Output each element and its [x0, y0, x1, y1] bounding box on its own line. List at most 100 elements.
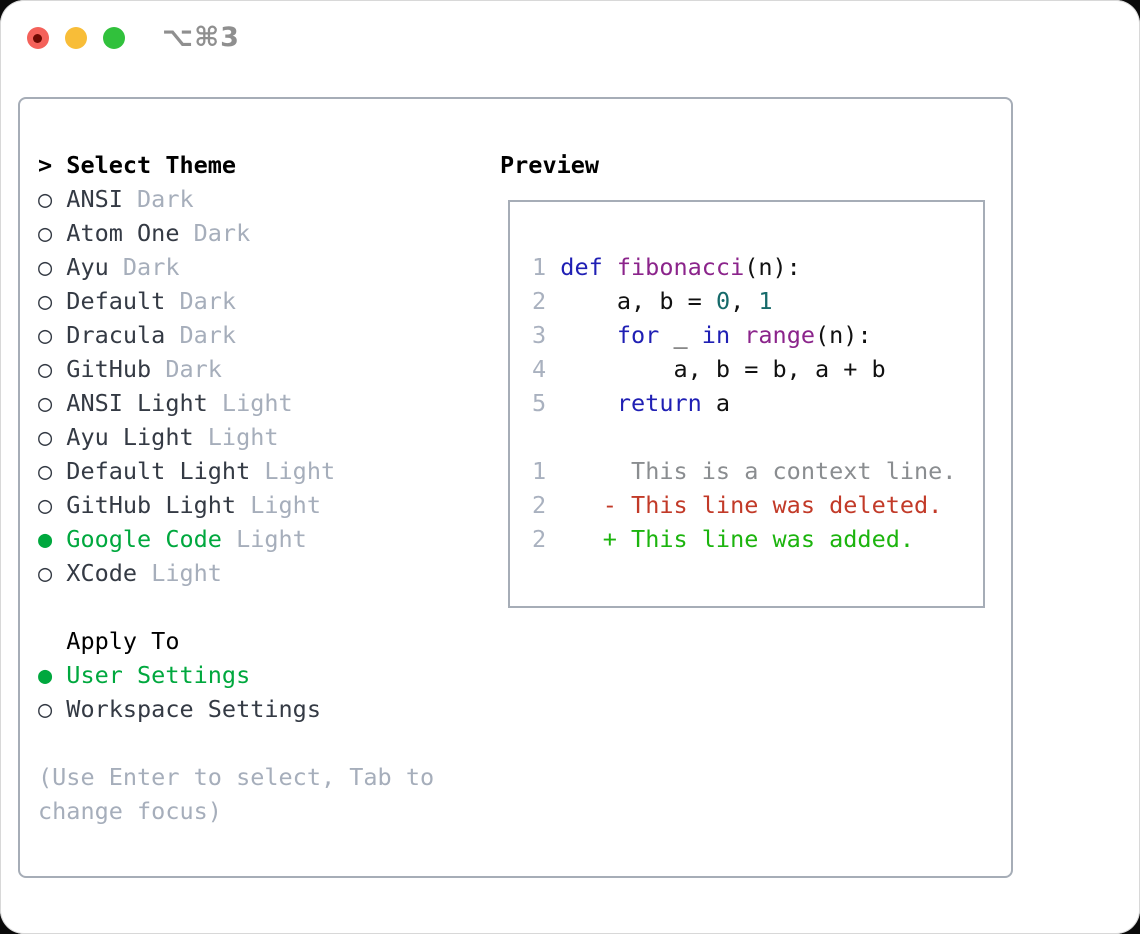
titlebar: ⌥⌘3	[0, 0, 1140, 76]
theme-item[interactable]: ○ ANSI Dark	[38, 182, 434, 216]
item-label: Atom One	[66, 219, 180, 247]
code-token: for	[616, 321, 660, 349]
item-label: User Settings	[66, 661, 251, 689]
theme-picker-panel: > Select Theme ○ ANSI Dark○ Atom One Dar…	[18, 97, 1013, 878]
radio-icon: ○	[38, 423, 67, 451]
code-line: 3 for _ in range(n):	[532, 318, 983, 352]
code-token: return	[616, 389, 702, 417]
window-shortcut-label: ⌥⌘3	[162, 22, 240, 53]
item-variant-label: Light	[221, 525, 307, 553]
code-token: fibonacci	[616, 253, 745, 281]
item-label: Google Code	[66, 525, 222, 553]
item-variant-label: Light	[193, 423, 279, 451]
code-token: ,	[730, 287, 759, 315]
code-token: + This line was added.	[546, 525, 915, 553]
code-line: 2 a, b = 0, 1	[532, 284, 983, 318]
theme-item[interactable]: ○ Dracula Dark	[38, 318, 434, 352]
hint-text-line: change focus)	[38, 797, 222, 825]
theme-selector-column: > Select Theme ○ ANSI Dark○ Atom One Dar…	[38, 148, 434, 828]
item-label: ANSI	[66, 185, 123, 213]
theme-item[interactable]: ○ Default Light Light	[38, 454, 434, 488]
code-token: 1	[532, 457, 547, 485]
code-blank-line	[532, 420, 983, 454]
code-token: a, b =	[560, 287, 716, 315]
radio-icon: ○	[38, 253, 67, 281]
theme-list: ○ ANSI Dark○ Atom One Dark○ Ayu Dark○ De…	[38, 182, 434, 590]
code-line: 1 This is a context line.	[532, 454, 983, 488]
code-token: 2	[532, 287, 561, 315]
spacer	[38, 726, 434, 760]
selected-radio-icon: ●	[38, 661, 67, 689]
theme-item[interactable]: ○ ANSI Light Light	[38, 386, 434, 420]
code-token: 0	[715, 287, 731, 315]
minimize-button[interactable]	[65, 27, 87, 49]
radio-icon: ○	[38, 321, 67, 349]
code-token: This is a context line.	[546, 457, 957, 485]
item-label: ANSI Light	[66, 389, 208, 417]
item-label: Default	[66, 287, 166, 315]
code-token	[560, 321, 617, 349]
code-line: 5 return a	[532, 386, 983, 420]
theme-item[interactable]: ○ Default Dark	[38, 284, 434, 318]
item-variant-label: Dark	[122, 185, 194, 213]
radio-icon: ○	[38, 355, 67, 383]
item-label: Ayu	[66, 253, 109, 281]
radio-icon: ○	[38, 185, 67, 213]
hint-text-line: (Use Enter to select, Tab to	[38, 763, 435, 791]
code-token: (n):	[744, 253, 801, 281]
apply-option[interactable]: ● User Settings	[38, 658, 434, 692]
code-token: (n):	[815, 321, 872, 349]
item-variant-label: Dark	[151, 355, 222, 383]
code-line: 1 def fibonacci(n):	[532, 250, 983, 284]
theme-item[interactable]: ○ GitHub Light Light	[38, 488, 434, 522]
maximize-button[interactable]	[103, 27, 125, 49]
item-variant-label: Light	[207, 389, 293, 417]
select-theme-title: > Select Theme	[38, 151, 237, 179]
code-line: 2 + This line was added.	[532, 522, 983, 556]
radio-icon: ○	[38, 491, 67, 519]
code-token: - This line was deleted.	[546, 491, 943, 519]
code-token: _	[659, 321, 702, 349]
radio-icon: ○	[38, 287, 67, 315]
close-dot-icon	[33, 34, 42, 43]
theme-item[interactable]: ● Google Code Light	[38, 522, 434, 556]
theme-item[interactable]: ○ XCode Light	[38, 556, 434, 590]
prompt-caret-icon: >	[38, 151, 67, 179]
theme-item[interactable]: ○ Ayu Dark	[38, 250, 434, 284]
radio-icon: ○	[38, 457, 67, 485]
code-line: 4 a, b = b, a + b	[532, 352, 983, 386]
item-label: GitHub	[66, 355, 152, 383]
item-variant-label: Dark	[179, 219, 251, 247]
code-token	[730, 321, 744, 349]
item-variant-label: Dark	[165, 321, 237, 349]
code-token: 2	[532, 525, 547, 553]
code-token: 1	[758, 287, 773, 315]
code-line: 2 - This line was deleted.	[532, 488, 983, 522]
item-label: Dracula	[66, 321, 166, 349]
item-label: Workspace Settings	[66, 695, 321, 723]
radio-icon: ○	[38, 389, 67, 417]
code-token: range	[744, 321, 815, 349]
selected-radio-icon: ●	[38, 525, 67, 553]
item-variant-label: Light	[250, 457, 336, 485]
code-token: 1	[532, 253, 561, 281]
apply-to-title: Apply To	[66, 627, 180, 655]
item-label: XCode	[66, 559, 138, 587]
code-token: 5	[532, 389, 561, 417]
theme-item[interactable]: ○ Atom One Dark	[38, 216, 434, 250]
item-label: Ayu Light	[66, 423, 194, 451]
item-variant-label: Light	[137, 559, 222, 587]
apply-option[interactable]: ○ Workspace Settings	[38, 692, 434, 726]
theme-item[interactable]: ○ Ayu Light Light	[38, 420, 434, 454]
radio-icon: ○	[38, 559, 67, 587]
code-token: 4	[532, 355, 561, 383]
item-variant-label: Light	[236, 491, 321, 519]
radio-icon: ○	[38, 219, 67, 247]
code-token: a, b = b, a + b	[560, 355, 886, 383]
item-label: Default Light	[66, 457, 251, 485]
close-button[interactable]	[27, 27, 49, 49]
theme-item[interactable]: ○ GitHub Dark	[38, 352, 434, 386]
